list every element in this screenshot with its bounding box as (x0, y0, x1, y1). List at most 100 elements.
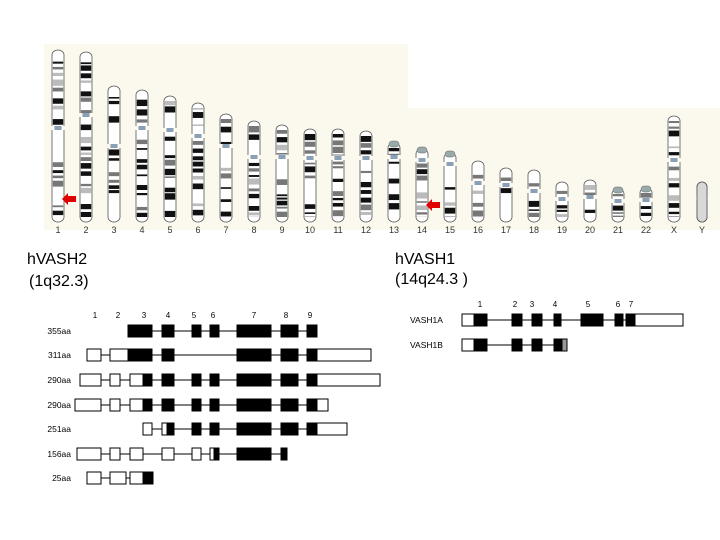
utr-exon (109, 373, 121, 387)
chromosome-label: 14 (417, 225, 427, 235)
chromosome-band (248, 134, 260, 140)
chromosome-19: 19 (555, 181, 569, 235)
coding-exon (191, 373, 202, 387)
chromosome-4: 4 (135, 89, 149, 235)
chromosome-band (360, 181, 372, 188)
centromere (82, 113, 90, 117)
vash2-name: hVASH2 (27, 251, 88, 268)
coding-exon (625, 313, 636, 327)
vash1-exon-number: 6 (616, 300, 621, 309)
chromosome-band (136, 148, 148, 150)
centromere (670, 158, 678, 162)
chromosome-band (304, 204, 316, 209)
chromosome-band (80, 171, 92, 176)
chromosome-band (52, 66, 64, 70)
chromosome-band (80, 91, 92, 97)
chromosome-band (248, 162, 260, 167)
chromosome-label: 9 (279, 225, 284, 235)
centromere (530, 189, 538, 193)
chromosome-band (276, 137, 288, 143)
chromosome-band (332, 134, 344, 138)
coding-exon (306, 422, 318, 436)
chromosome-band (360, 136, 372, 142)
chromosome-band (136, 159, 148, 163)
centromere (138, 126, 146, 130)
vash2-isoform (76, 447, 288, 461)
chromosome-body (51, 49, 65, 223)
chromosome-band (668, 166, 680, 171)
chromosome-16: 16 (471, 160, 485, 235)
coding-exon (511, 313, 523, 327)
chromosome-band (108, 190, 120, 194)
chromosome-band (276, 130, 288, 134)
chromosome-band (276, 194, 288, 197)
vash1-exon-number: 1 (478, 300, 483, 309)
vash2-exon-number: 3 (142, 311, 147, 320)
vash2-isoform (127, 324, 318, 338)
chromosome-body (163, 95, 177, 223)
coding-exon (209, 422, 220, 436)
coding-exon (280, 422, 299, 436)
centromere (418, 158, 426, 162)
chromosome-band (164, 155, 176, 159)
chromosome-band (668, 152, 680, 156)
chromosome-20: 20 (583, 179, 597, 235)
chromosome-band (220, 211, 232, 217)
utr-exon (191, 447, 202, 461)
vash2-locus: (1q32.3) (29, 273, 89, 290)
vash2-exon-number: 1 (93, 311, 98, 320)
chromosome-band (220, 167, 232, 171)
chromosome-band (304, 162, 316, 165)
coding-exon (191, 324, 202, 338)
chromosome-band (640, 193, 652, 198)
vash2-isoform (142, 422, 348, 436)
chromosome-label: 6 (195, 225, 200, 235)
vash1-isoform-label: VASH1B (410, 340, 443, 350)
chromosome-band (164, 193, 176, 200)
chromosome-21: 21 (611, 186, 625, 235)
centromere (306, 156, 314, 160)
chromosome-band (80, 152, 92, 155)
satellite (640, 185, 652, 193)
chromosome-band (108, 116, 120, 123)
utr-exon (129, 471, 144, 485)
vash2-exon-number: 8 (284, 311, 289, 320)
chromosome-band (164, 187, 176, 193)
chromosome-band (220, 199, 232, 202)
chromosome-band (416, 163, 428, 168)
utr-exon (316, 373, 381, 387)
chromosome-label: 22 (641, 225, 651, 235)
chromosome-band (276, 152, 288, 155)
chromosome-band (52, 87, 64, 92)
chromosome-17: 17 (499, 167, 513, 235)
chromosome-band (360, 190, 372, 194)
chromosome-band (136, 192, 148, 196)
coding-exon (280, 447, 288, 461)
chromosome-band (52, 72, 64, 77)
chromosome-band (276, 206, 288, 209)
coding-exon (213, 447, 220, 461)
chromosome-band (192, 175, 204, 180)
vash1-locus: (14q24.3 ) (395, 271, 468, 288)
chromosome-band (416, 201, 428, 203)
chromosome-label: 21 (613, 225, 623, 235)
utr-exon (142, 422, 153, 436)
chromosome-band (164, 136, 176, 141)
chromosome-band (332, 191, 344, 197)
chromosome-band (276, 200, 288, 206)
vash1-isoform-label: VASH1A (410, 315, 443, 325)
chromosome-band (108, 149, 120, 156)
chromosome-band (360, 204, 372, 211)
chromosome-band (136, 174, 148, 177)
vash1-exon-number: 5 (586, 300, 591, 309)
chromosome-band (192, 209, 204, 216)
utr-exon (109, 348, 129, 362)
utr-exon (79, 373, 102, 387)
coding-exon (473, 338, 488, 352)
chromosome-3: 3 (107, 85, 121, 235)
utr-exon (316, 398, 329, 412)
chromosome-label: 2 (83, 225, 88, 235)
chromosome-band (668, 177, 680, 181)
chromosome-band (192, 140, 204, 145)
chromosome-band (248, 205, 260, 211)
